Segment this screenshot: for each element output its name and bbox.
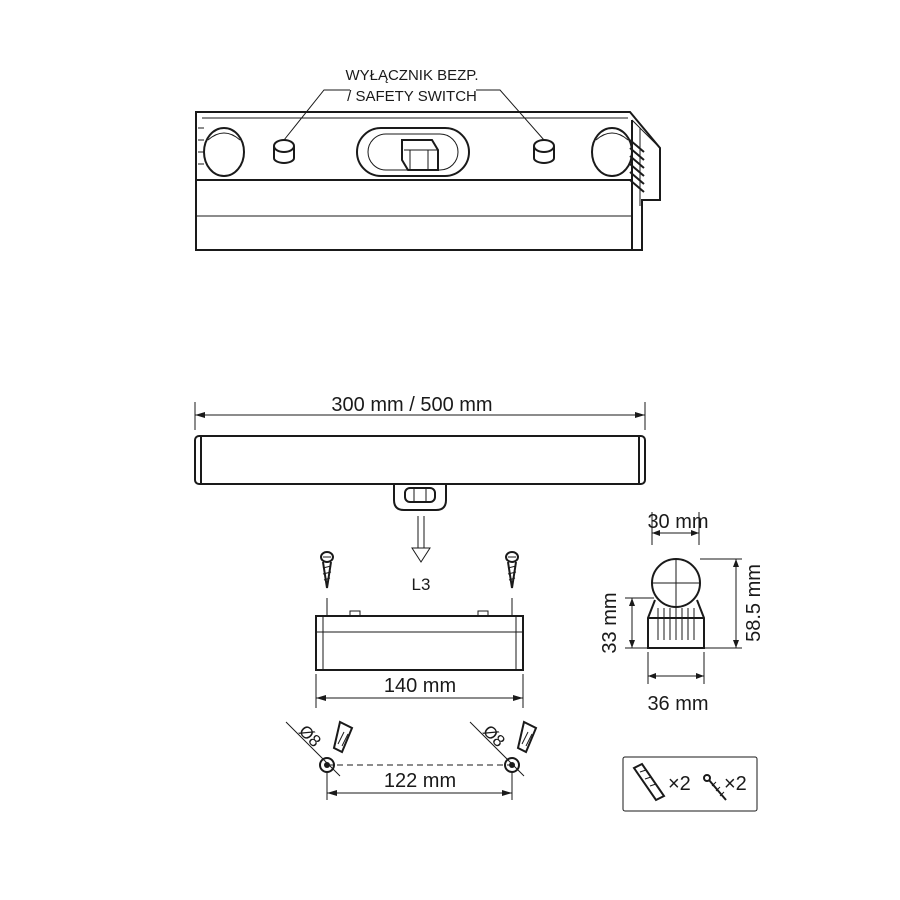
safety-switch-label-1: WYŁĄCZNIK BEZP. (345, 67, 478, 84)
luminaire-side-view: 300 mm / 500 mm L3 (194, 394, 646, 594)
left-end-opening (203, 127, 245, 177)
dowel-quantity: ×2 (668, 773, 691, 795)
dimension-140: 140 mm (315, 674, 524, 708)
leader-left (283, 89, 350, 141)
hole-diameter-left: Ø8 (295, 721, 324, 750)
dimension-122: 122 mm (326, 770, 513, 800)
wall-plug-icon-left (332, 720, 354, 754)
down-arrow-icon (411, 516, 431, 563)
length-dimension-label: 300 mm / 500 mm (331, 394, 492, 416)
left-vents (198, 127, 204, 165)
switch-pin-left (273, 139, 295, 164)
safety-switch-label-2: / SAFETY SWITCH (347, 88, 477, 105)
center-mount-slot (356, 127, 470, 177)
left-33-label: 33 mm (599, 592, 621, 653)
wall-plug-icon-right (516, 720, 538, 754)
screw-icon-right (505, 551, 519, 589)
cross-section-fins (657, 608, 695, 640)
bottom-36-label: 36 mm (647, 693, 708, 715)
housing-top-view: WYŁĄCZNIK BEZP. / SAFETY SWITCH (195, 67, 661, 251)
hole-diameter-right: Ø8 (479, 721, 508, 750)
cross-section-view: 30 mm 33 mm 58.5 mm (599, 511, 765, 715)
switch-pin-right (533, 139, 555, 164)
top-30-label: 30 mm (647, 511, 708, 533)
leader-right (476, 89, 545, 141)
mount-bracket (393, 484, 447, 511)
l3-label: L3 (412, 575, 431, 594)
wall-plug-icon (632, 762, 666, 802)
screw-quantity: ×2 (724, 773, 747, 795)
spacing-122-label: 122 mm (384, 770, 456, 792)
screw-icon-left (320, 551, 334, 589)
wall-hole-right: Ø8 (469, 721, 525, 777)
mounting-bar (315, 598, 524, 671)
right-end-opening (591, 127, 633, 177)
screw-icon (703, 774, 727, 801)
accessories-box: ×2 ×2 (622, 756, 758, 812)
wall-hole-left: Ø8 (285, 721, 341, 777)
width-140-label: 140 mm (384, 675, 456, 697)
right-58-label: 58.5 mm (743, 564, 765, 642)
